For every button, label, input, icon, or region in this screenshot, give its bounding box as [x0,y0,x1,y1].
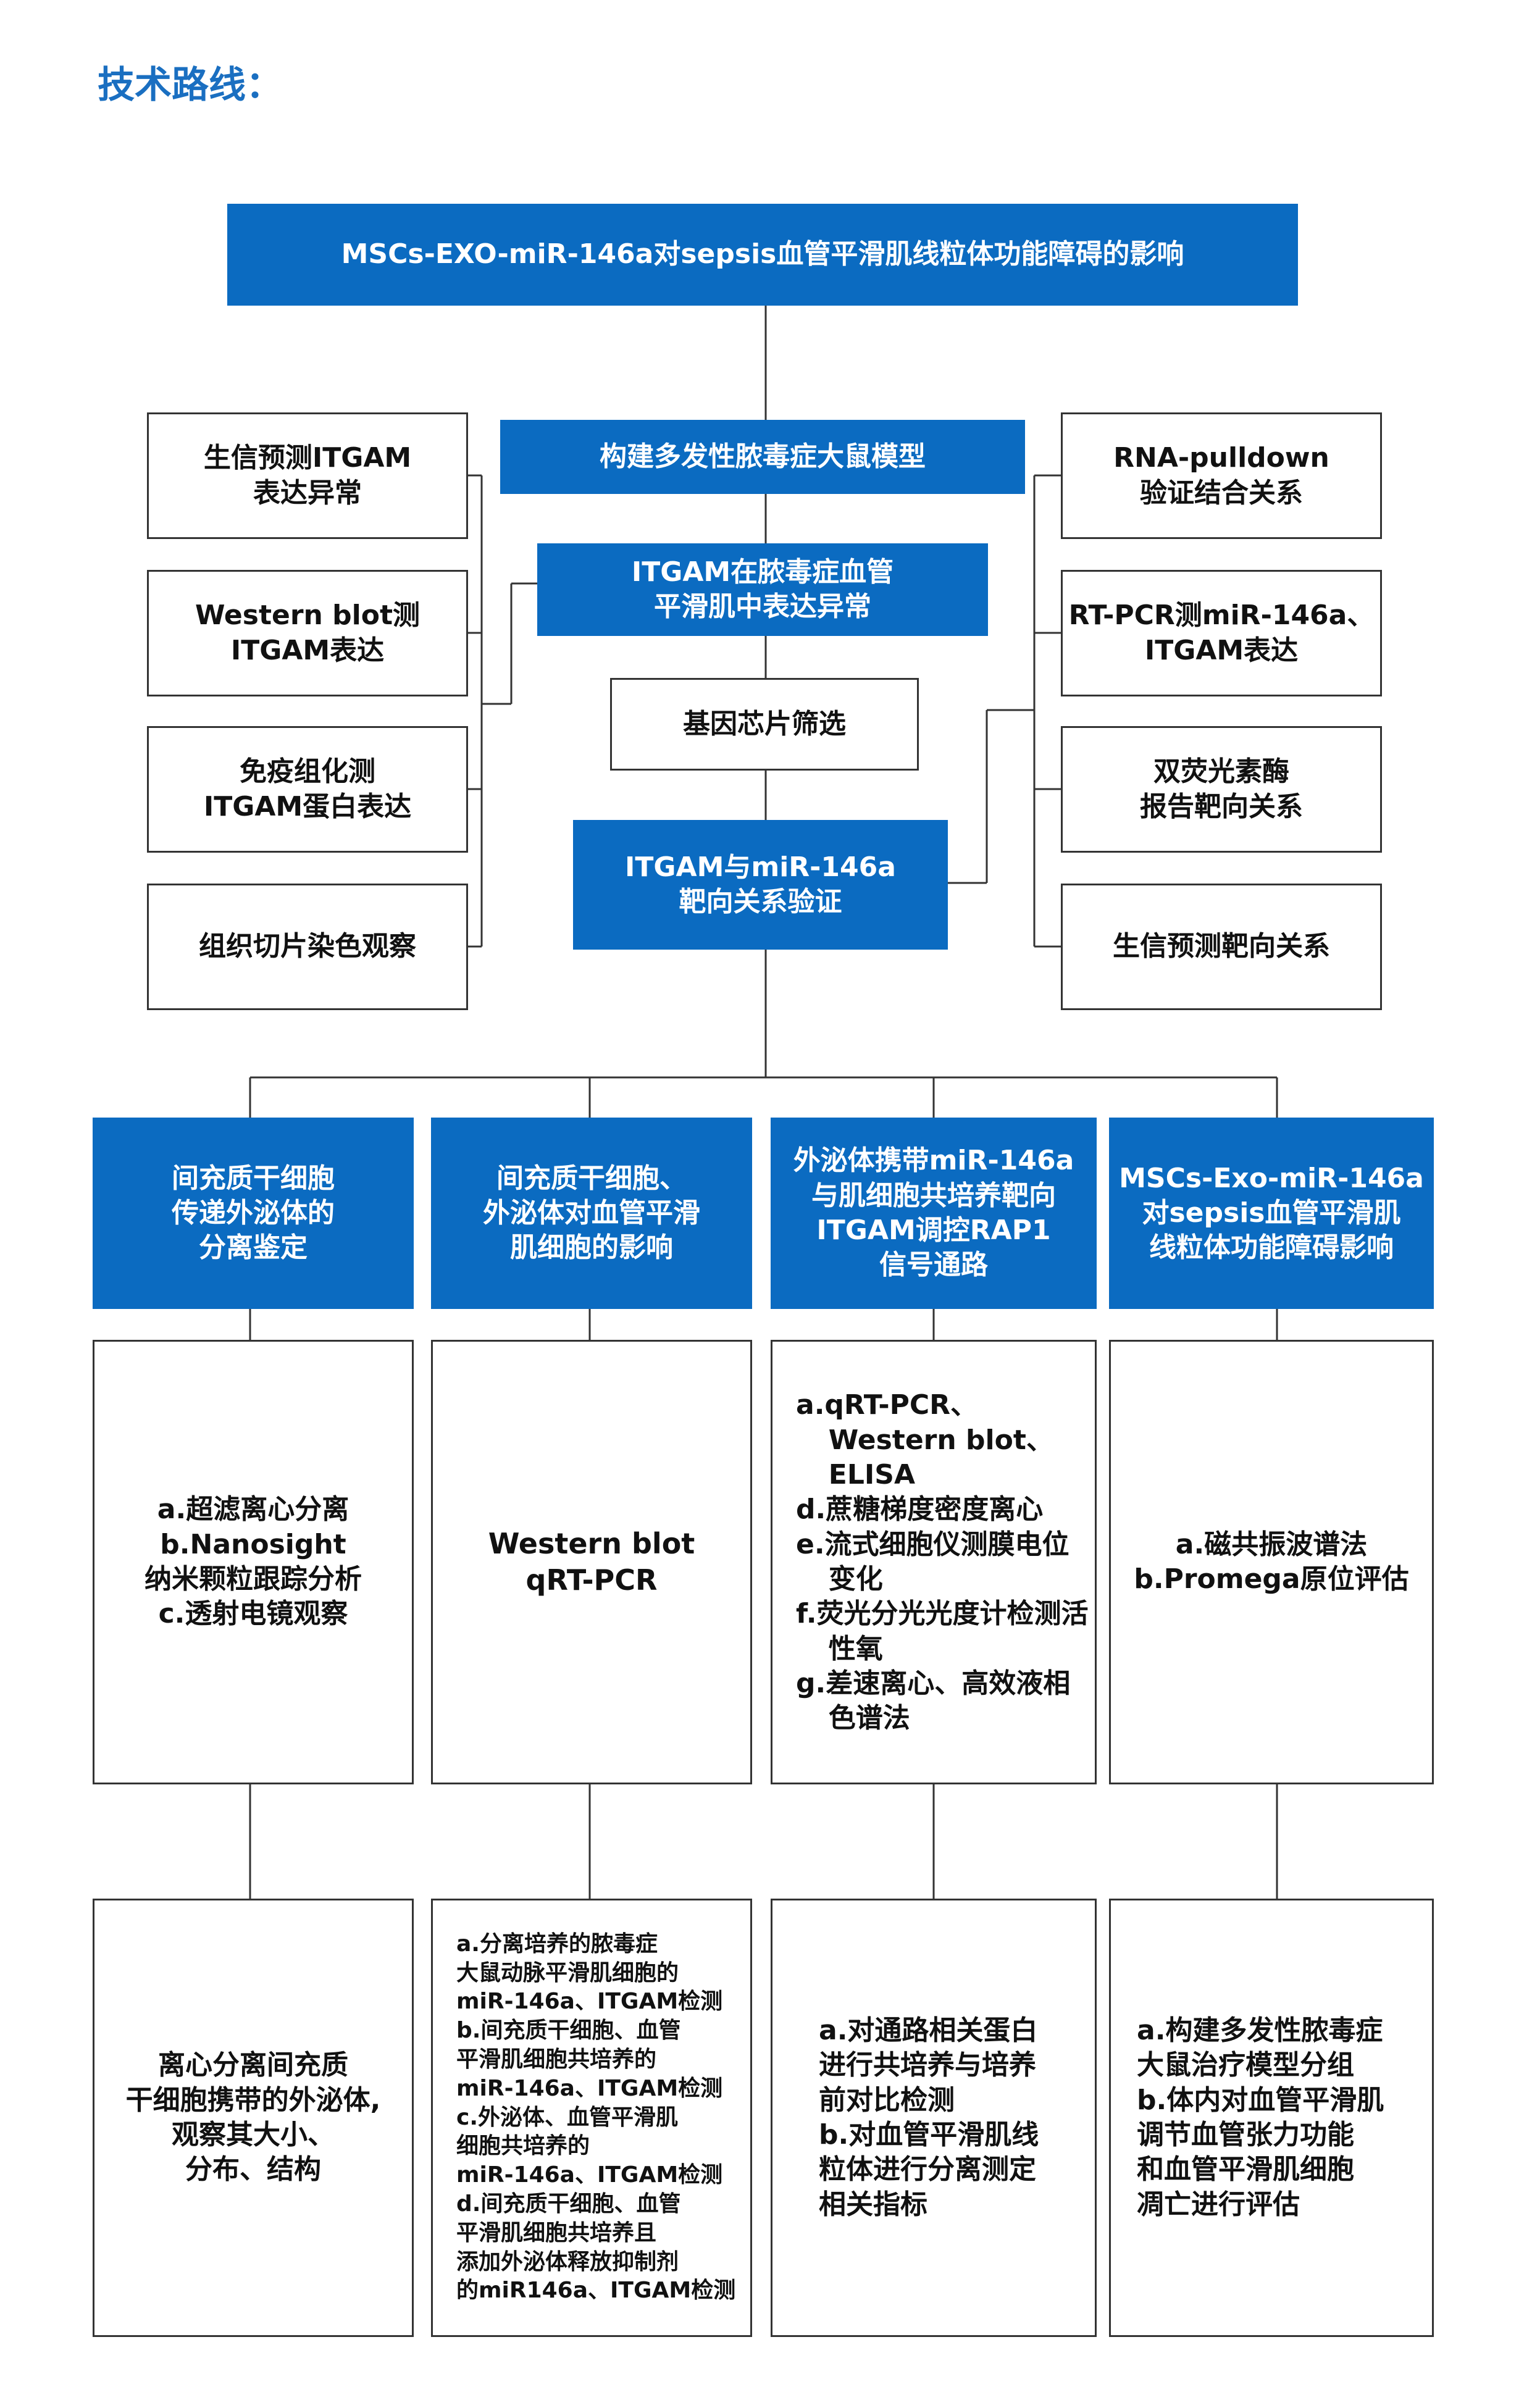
itgam-abnormal-label: ITGAM在脓毒症血管 平滑肌中表达异常 [631,556,894,622]
branch-3-method-2: d.蔗糖梯度密度离心 [796,1494,1044,1526]
left-box-3: 免疫组化测 ITGAM蛋白表达 [147,726,468,853]
right-box-2: RT-PCR测miR-146a、 ITGAM表达 [1061,570,1382,696]
branch-3-result-1: a.对通路相关蛋白 [819,2015,1038,2047]
branch-2-method-2: qRT-PCR [525,1563,658,1597]
branch-2-result-10: d.间充质干细胞、血管 [456,2191,681,2217]
top-title-box: MSCs-EXO-miR-146a对sepsis血管平滑肌线粒体功能障碍的影响 [227,204,1298,306]
right-box-3: 双荧光素酶 报告靶向关系 [1061,726,1382,853]
branch-2-methods-box: Western blot qRT-PCR [431,1340,752,1784]
branch-2-method-1: Western blot [488,1527,695,1561]
branch-4-title-box: MSCs-Exo-miR-146a 对sepsis血管平滑肌 线粒体功能障碍影响 [1109,1118,1434,1309]
branch-2-result-9: miR-146a、ITGAM检测 [456,2162,723,2188]
branch-3-result-5: 粒体进行分离测定 [819,2154,1036,2186]
branch-2-result-8: 细胞共培养的 [456,2133,590,2159]
branch-3-method-5: g.差速离心、高效液相色谱法 [796,1667,1071,1734]
branch-3-result-2: 进行共培养与培养 [819,2049,1036,2081]
itgam-abnormal-box: ITGAM在脓毒症血管 平滑肌中表达异常 [537,543,988,636]
branch-1-results-box: 离心分离间充质 干细胞携带的外泌体, 观察其大小、 分布、结构 [93,1899,414,2337]
gene-chip-box: 基因芯片筛选 [610,678,919,771]
targeting-box: ITGAM与miR-146a 靶向关系验证 [573,820,948,950]
branch-4-method-1: a.磁共振波谱法 [1175,1528,1368,1560]
targeting-label: ITGAM与miR-146a 靶向关系验证 [625,851,896,918]
branch-4-result-3: b.体内对血管平滑肌 [1137,2084,1384,2116]
branch-2-result-1: a.分离培养的脓毒症 [456,1931,658,1957]
right-box-2-label: RT-PCR测miR-146a、 ITGAM表达 [1068,600,1375,666]
left-box-3-label: 免疫组化测 ITGAM蛋白表达 [203,756,412,822]
branch-3-title: 外泌体携带miR-146a 与肌细胞共培养靶向 ITGAM调控RAP1 信号通路 [793,1145,1074,1281]
gene-chip-label: 基因芯片筛选 [683,708,846,740]
branch-2-result-5: 平滑肌细胞共培养的 [456,2047,657,2072]
branch-4-result-2: 大鼠治疗模型分组 [1137,2049,1354,2081]
branch-2-result-11: 平滑肌细胞共培养且 [456,2220,657,2246]
right-box-4: 生信预测靶向关系 [1061,884,1382,1010]
right-box-1: RNA-pulldown 验证结合关系 [1061,412,1382,539]
left-box-1-label: 生信预测ITGAM 表达异常 [203,442,412,509]
branch-1-title-box: 间充质干细胞 传递外泌体的 分离鉴定 [93,1118,414,1309]
branch-1-method-2: b.Nanosight [160,1528,346,1560]
branch-1-method-4: c.透射电镜观察 [158,1598,348,1630]
branch-1-result-4: 分布、结构 [185,2154,321,2186]
branch-2-result-2: 大鼠动脉平滑肌细胞的 [456,1960,679,1986]
branch-2-result-7: c.外泌体、血管平滑肌 [456,2104,679,2130]
branch-1-methods-box: a.超滤离心分离 b.Nanosight 纳米颗粒跟踪分析 c.透射电镜观察 [93,1340,414,1784]
branch-1-result-1: 离心分离间充质 [158,2049,348,2081]
branch-2-result-4: b.间充质干细胞、血管 [456,2018,681,2044]
branch-4-result-4: 调节血管张力功能 [1137,2119,1354,2151]
branch-3-method-3: e.流式细胞仪测膜电位变化 [796,1528,1069,1595]
left-box-1: 生信预测ITGAM 表达异常 [147,412,468,539]
branch-3-title-box: 外泌体携带miR-146a 与肌细胞共培养靶向 ITGAM调控RAP1 信号通路 [771,1118,1097,1309]
branch-2-result-3: miR-146a、ITGAM检测 [456,1989,723,2015]
branch-4-title: MSCs-Exo-miR-146a 对sepsis血管平滑肌 线粒体功能障碍影响 [1119,1162,1424,1264]
branch-2-result-12: 添加外泌体释放抑制剂 [456,2249,679,2275]
branch-3-result-6: 相关指标 [819,2188,927,2220]
model-box: 构建多发性脓毒症大鼠模型 [500,420,1025,494]
right-box-4-label: 生信预测靶向关系 [1113,930,1330,963]
branch-3-methods-box: a.qRT-PCR、Western blot、ELISA d.蔗糖梯度密度离心 … [771,1340,1097,1784]
branch-1-method-1: a.超滤离心分离 [157,1494,350,1526]
branch-2-result-6: miR-146a、ITGAM检测 [456,2075,723,2101]
branch-3-method-4: f.荧光分光光度计检测活性氧 [796,1598,1089,1665]
model-label: 构建多发性脓毒症大鼠模型 [600,440,926,472]
branch-4-method-2: b.Promega原位评估 [1134,1563,1409,1595]
branch-1-method-3: 纳米颗粒跟踪分析 [144,1563,362,1595]
left-box-4-label: 组织切片染色观察 [199,930,416,963]
branch-2-result-13: 的miR146a、ITGAM检测 [456,2278,736,2304]
branch-3-result-4: b.对血管平滑肌线 [819,2119,1039,2151]
page-heading: 技术路线： [98,64,283,107]
right-box-3-label: 双荧光素酶 报告靶向关系 [1140,756,1303,822]
branch-4-result-6: 凋亡进行评估 [1137,2188,1300,2220]
left-box-2: Western blot测 ITGAM表达 [147,570,468,696]
branch-4-result-5: 和血管平滑肌细胞 [1137,2154,1354,2186]
branch-3-results-box: a.对通路相关蛋白 进行共培养与培养 前对比检测 b.对血管平滑肌线 粒体进行分… [771,1899,1097,2337]
top-title: MSCs-EXO-miR-146a对sepsis血管平滑肌线粒体功能障碍的影响 [341,238,1184,270]
branch-1-title: 间充质干细胞 传递外泌体的 分离鉴定 [172,1162,335,1264]
branch-4-methods-box: a.磁共振波谱法 b.Promega原位评估 [1109,1340,1434,1784]
branch-3-result-3: 前对比检测 [819,2084,955,2116]
branch-2-title: 间充质干细胞、 外泌体对血管平滑 肌细胞的影响 [483,1162,700,1264]
branch-4-result-1: a.构建多发性脓毒症 [1137,2015,1383,2047]
branch-1-result-2: 干细胞携带的外泌体, [125,2084,381,2116]
right-box-1-label: RNA-pulldown 验证结合关系 [1113,442,1329,509]
left-box-4: 组织切片染色观察 [147,884,468,1010]
branch-3-method-1: a.qRT-PCR、Western blot、ELISA [796,1389,1053,1491]
left-box-2-label: Western blot测 ITGAM表达 [195,600,421,666]
branch-2-title-box: 间充质干细胞、 外泌体对血管平滑 肌细胞的影响 [431,1118,752,1309]
branch-4-results-box: a.构建多发性脓毒症 大鼠治疗模型分组 b.体内对血管平滑肌 调节血管张力功能 … [1109,1899,1434,2337]
branch-2-results-box: a.分离培养的脓毒症 大鼠动脉平滑肌细胞的 miR-146a、ITGAM检测 b… [431,1899,752,2337]
branch-1-result-3: 观察其大小、 [172,2119,335,2151]
